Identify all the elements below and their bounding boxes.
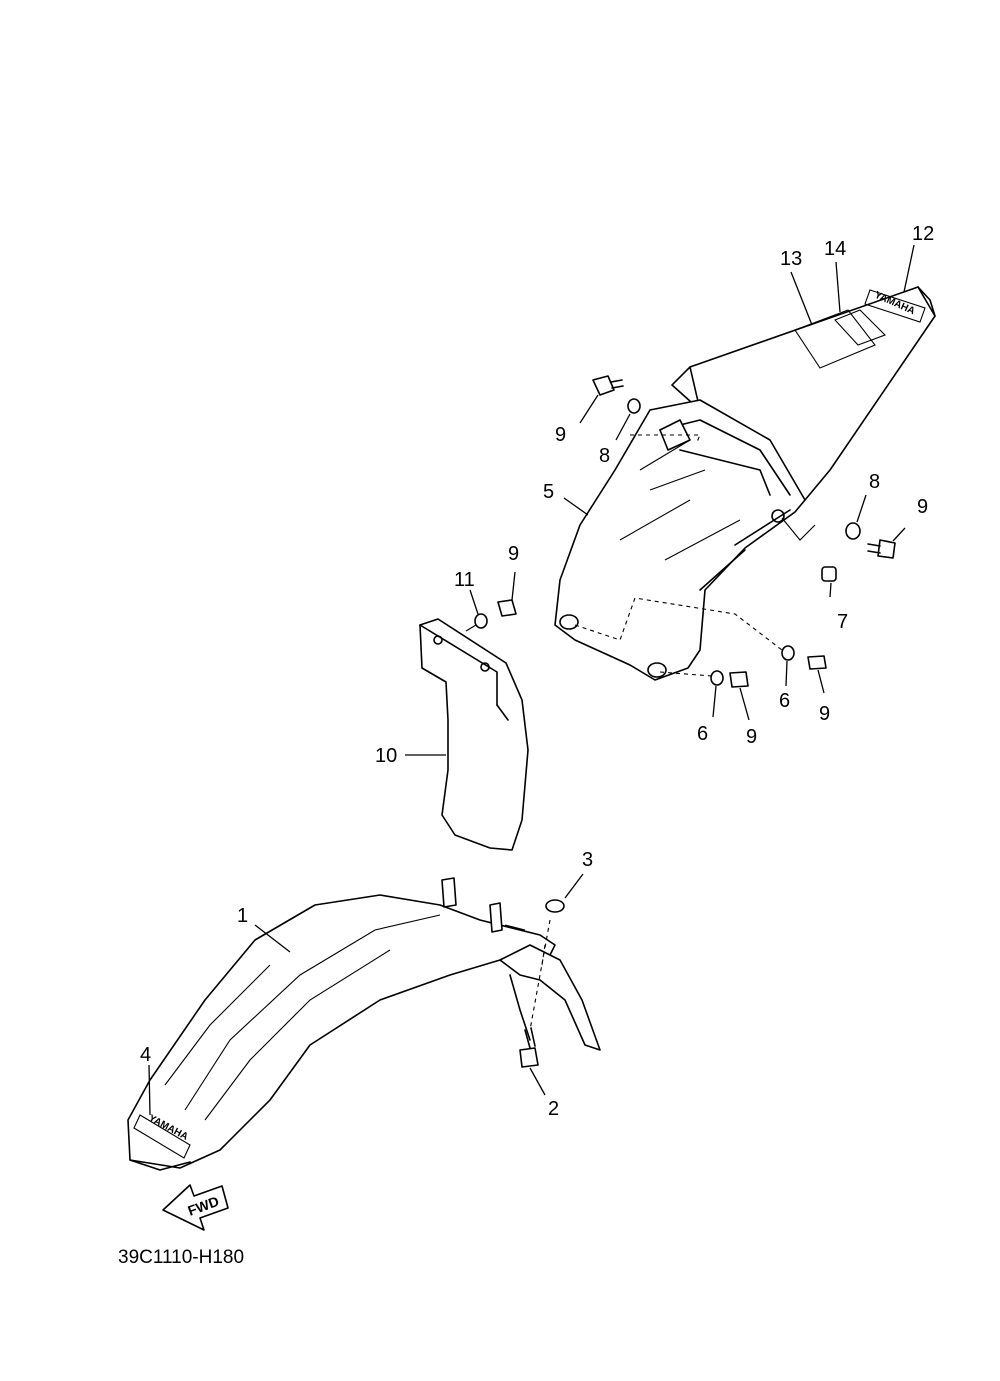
bolt-2 xyxy=(519,1027,539,1068)
callout-12: 12 xyxy=(912,223,934,245)
forward-direction-arrow: FWD xyxy=(162,1184,229,1231)
collar-7 xyxy=(821,566,837,582)
callout-11: 11 xyxy=(454,569,475,591)
callout-14: 14 xyxy=(824,238,846,260)
rear-fender: YAMAHA xyxy=(554,286,936,681)
callout-3: 3 xyxy=(582,849,593,871)
collar-6-right xyxy=(781,645,795,661)
callout-9: 9 xyxy=(819,703,830,725)
callout-10: 10 xyxy=(375,745,397,767)
assembly-line xyxy=(529,919,551,1031)
assembly-line xyxy=(630,434,701,443)
collar-8-right xyxy=(845,522,861,540)
callout-9: 9 xyxy=(746,726,757,748)
callout-5: 5 xyxy=(543,481,554,503)
bolt-9-lower-center xyxy=(729,671,749,688)
callout-6: 6 xyxy=(697,723,708,745)
grommet-3 xyxy=(545,899,565,913)
diagram-code: 39C1110-H180 xyxy=(118,1247,244,1268)
front-fender: YAMAHA xyxy=(127,877,601,1171)
callout-1: 1 xyxy=(237,905,248,927)
bolt-9-flap xyxy=(497,599,517,617)
washer-11 xyxy=(474,613,488,629)
callout-13: 13 xyxy=(780,248,802,270)
callout-9: 9 xyxy=(555,424,566,446)
callout-6: 6 xyxy=(779,690,790,712)
callout-labels: 12 13 14 9 8 5 8 9 7 9 11 6 9 6 9 10 3 1… xyxy=(140,223,934,1120)
callout-2: 2 xyxy=(548,1098,559,1120)
callout-8: 8 xyxy=(869,471,880,493)
bolt-9-right xyxy=(867,539,896,559)
callout-9: 9 xyxy=(508,543,519,565)
callout-8: 8 xyxy=(599,445,610,467)
collar-8-left xyxy=(627,398,641,414)
callout-4: 4 xyxy=(140,1044,151,1066)
bolt-9-lower-right xyxy=(807,655,827,670)
callout-9: 9 xyxy=(917,496,928,518)
collar-6-left xyxy=(710,670,724,686)
mud-flap xyxy=(419,618,529,851)
leader-lines xyxy=(148,244,915,1116)
bolt-9-upper-left xyxy=(592,375,624,396)
assembly-line xyxy=(659,671,713,677)
callout-7: 7 xyxy=(837,611,848,633)
